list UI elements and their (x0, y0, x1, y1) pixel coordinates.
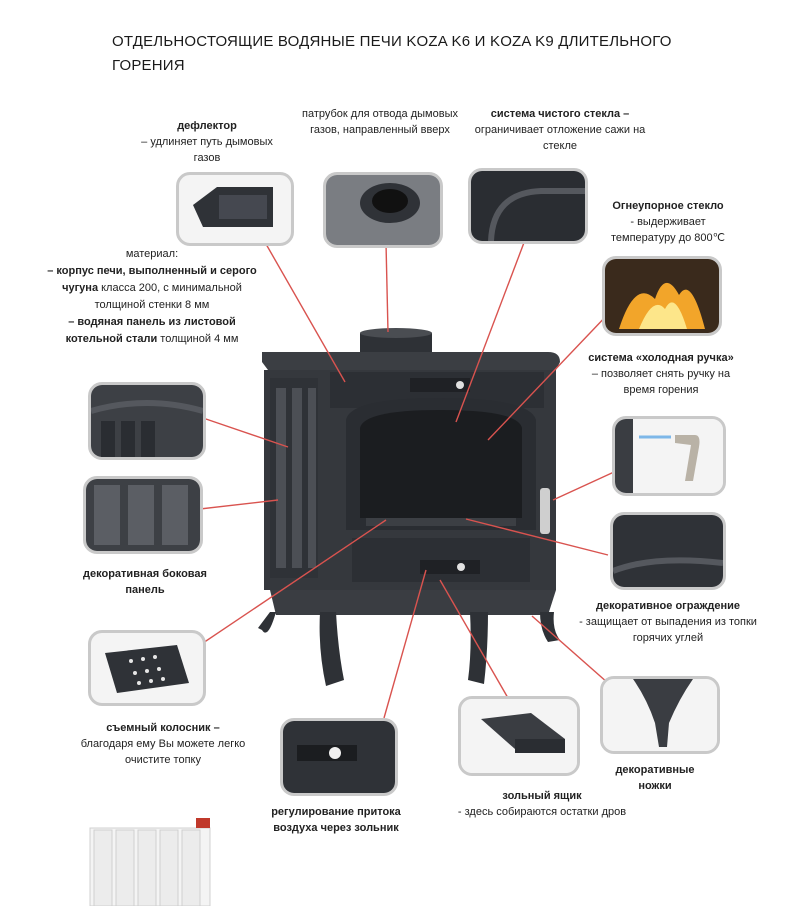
ash-box-label: зольный ящик- здесь собираются остатки д… (457, 790, 627, 818)
deflector-label: дефлектор– удлиняет путь дымовых газов (141, 120, 273, 164)
fire-glass-label: Огнеупорное стекло- выдерживает температ… (610, 200, 726, 244)
side-panel-label: декоративная боковая панель (83, 568, 207, 596)
side-panel-thumbnail (83, 476, 203, 554)
legs-thumbnail (600, 676, 720, 754)
cold-handle-label: система «холодная ручка»– позволяет снят… (588, 352, 734, 396)
cold-handle-thumbnail (612, 416, 726, 496)
material-label: материал: – корпус печи, выполненный и с… (47, 248, 257, 345)
radiator-image (89, 818, 211, 906)
air-control-label: регулирование притока воздуха через золь… (271, 806, 401, 834)
page-title: ОТДЕЛЬНОСТОЯЩИЕ ВОДЯНЫЕ ПЕЧИ KOZA K6 И K… (112, 33, 672, 74)
side-panel-top-thumbnail (88, 382, 206, 460)
deflector-thumbnail (176, 172, 294, 246)
stove-illustration (258, 328, 560, 686)
grate-thumbnail (88, 630, 206, 706)
leader-lines (199, 239, 615, 719)
legs-label: декоративные ножки (615, 764, 695, 792)
clean-glass-thumbnail (468, 168, 588, 244)
grate-label: съемный колосник –благодаря ему Вы может… (80, 722, 246, 766)
flue-pipe-thumbnail (323, 172, 443, 248)
clean-glass-label: система чистого стекла –ограничивает отл… (474, 108, 646, 152)
guard-label: декоративное ограждение- защищает от вып… (579, 600, 757, 644)
air-control-thumbnail (280, 718, 398, 796)
fire-glass-thumbnail (602, 256, 722, 336)
guard-thumbnail (610, 512, 726, 590)
flue-pipe-label: патрубок для отвода дымовых газов, напра… (302, 108, 458, 136)
ash-box-thumbnail (458, 696, 580, 776)
